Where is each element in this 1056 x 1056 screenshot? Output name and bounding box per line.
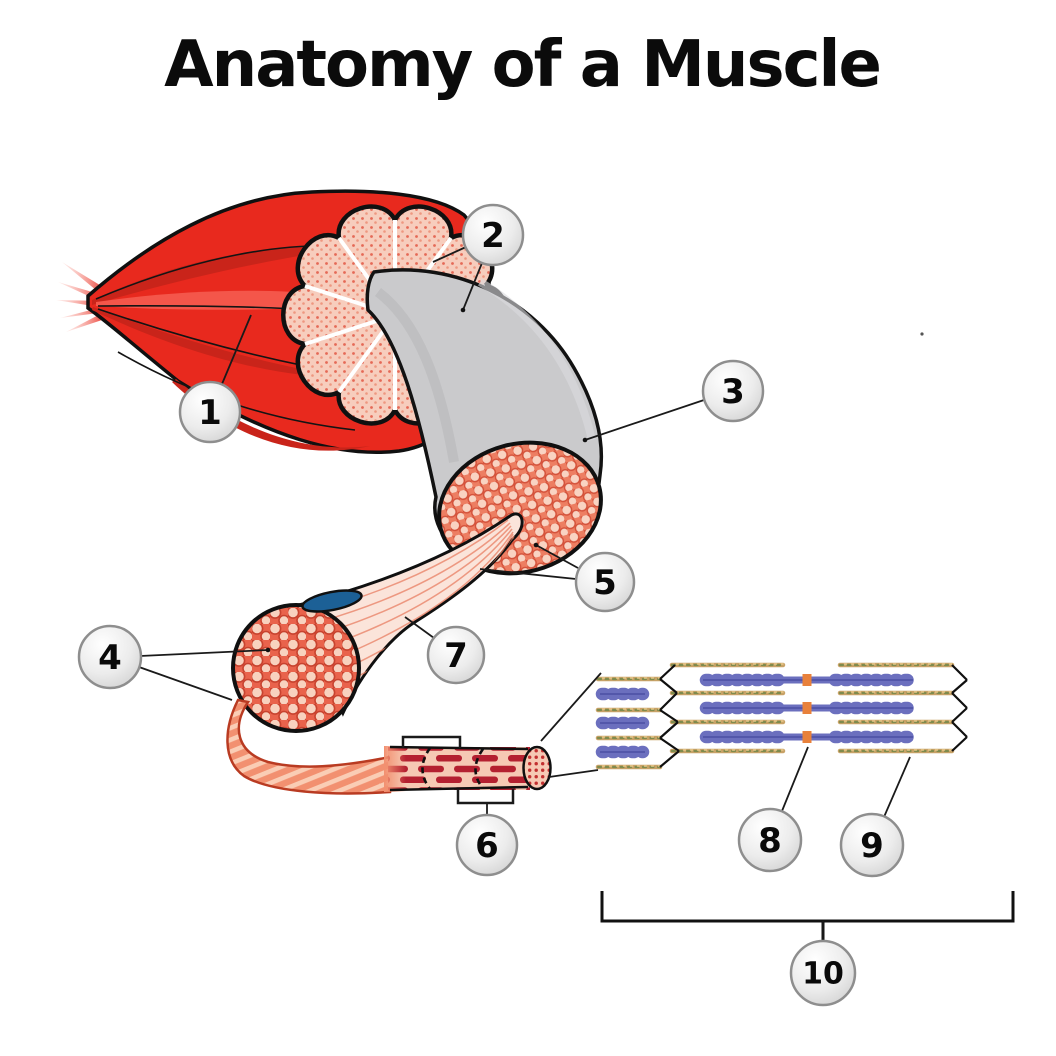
z-disc-zigzags xyxy=(659,664,968,768)
label-2-number: 2 xyxy=(481,216,505,256)
label-circle-3: 3 xyxy=(701,359,765,423)
sarcomere-filament-diagram xyxy=(595,662,1015,940)
label-circle-8: 8 xyxy=(737,807,803,873)
label-circle-9: 9 xyxy=(839,812,905,878)
leader-4b xyxy=(138,666,233,701)
leader-end-dots xyxy=(265,307,588,653)
sarcomere-bracket-bottom xyxy=(456,789,515,805)
sarcomere-bracket-top xyxy=(401,735,462,748)
leader-2b xyxy=(462,262,483,311)
leader-lines xyxy=(138,246,911,941)
label-circle-5: 5 xyxy=(574,551,636,613)
rod-blend xyxy=(384,746,406,792)
actin-filaments xyxy=(595,662,955,770)
label-circle-1: 1 xyxy=(178,380,242,444)
label-10-number: 10 xyxy=(802,957,844,992)
actin-texture-dark xyxy=(596,663,954,769)
myosin-filaments xyxy=(595,673,918,759)
z-line-dashed-1 xyxy=(421,747,432,790)
label-4-number: 4 xyxy=(98,638,122,678)
z-line-dashed-2 xyxy=(474,748,485,789)
leader-5b xyxy=(479,568,577,580)
zoom-line-upper xyxy=(540,672,602,742)
leader-8 xyxy=(781,746,809,812)
sarcomere-bands xyxy=(388,747,530,790)
label-6-number: 6 xyxy=(475,826,499,866)
label-1-number: 1 xyxy=(198,393,222,433)
label-circle-7: 7 xyxy=(426,625,486,685)
leader-5a xyxy=(535,544,579,569)
label-circle-4: 4 xyxy=(77,624,143,690)
myofibril-end-face xyxy=(522,745,552,791)
m-line-bands xyxy=(802,674,812,743)
rod-outline-bottom xyxy=(389,785,529,792)
leader-3 xyxy=(584,399,705,441)
z-disc-left xyxy=(659,664,680,768)
label-3-number: 3 xyxy=(721,372,745,412)
stray-dot xyxy=(920,332,924,336)
fiber-cross-section-face xyxy=(231,603,361,733)
label-9-number: 9 xyxy=(860,826,884,866)
zoom-line-lower xyxy=(548,769,599,778)
label-circle-6: 6 xyxy=(455,813,519,877)
diagram-title: Anatomy of a Muscle xyxy=(164,28,880,102)
nucleus xyxy=(301,589,363,613)
myofibril-strand xyxy=(226,698,392,795)
leader-4a xyxy=(139,649,269,657)
leader-1 xyxy=(221,314,252,385)
sheath-highlight xyxy=(477,278,596,441)
label-8-number: 8 xyxy=(758,821,782,861)
sheath-inner-shade xyxy=(374,288,459,463)
label-circles: 1 2 3 4 5 6 7 8 xyxy=(77,203,905,1007)
myofibril-rod xyxy=(384,735,552,805)
label-7-number: 7 xyxy=(444,636,468,676)
leader-7 xyxy=(404,616,435,639)
label-5-number: 5 xyxy=(593,563,617,603)
leader-9 xyxy=(883,756,911,818)
label-circle-10: 10 xyxy=(789,939,857,1007)
leader-2a xyxy=(432,246,467,263)
label-circle-2: 2 xyxy=(461,203,525,267)
actin-texture-light xyxy=(597,663,953,767)
z-disc-right xyxy=(951,664,968,752)
sarcomere-span-bracket xyxy=(600,891,1015,940)
